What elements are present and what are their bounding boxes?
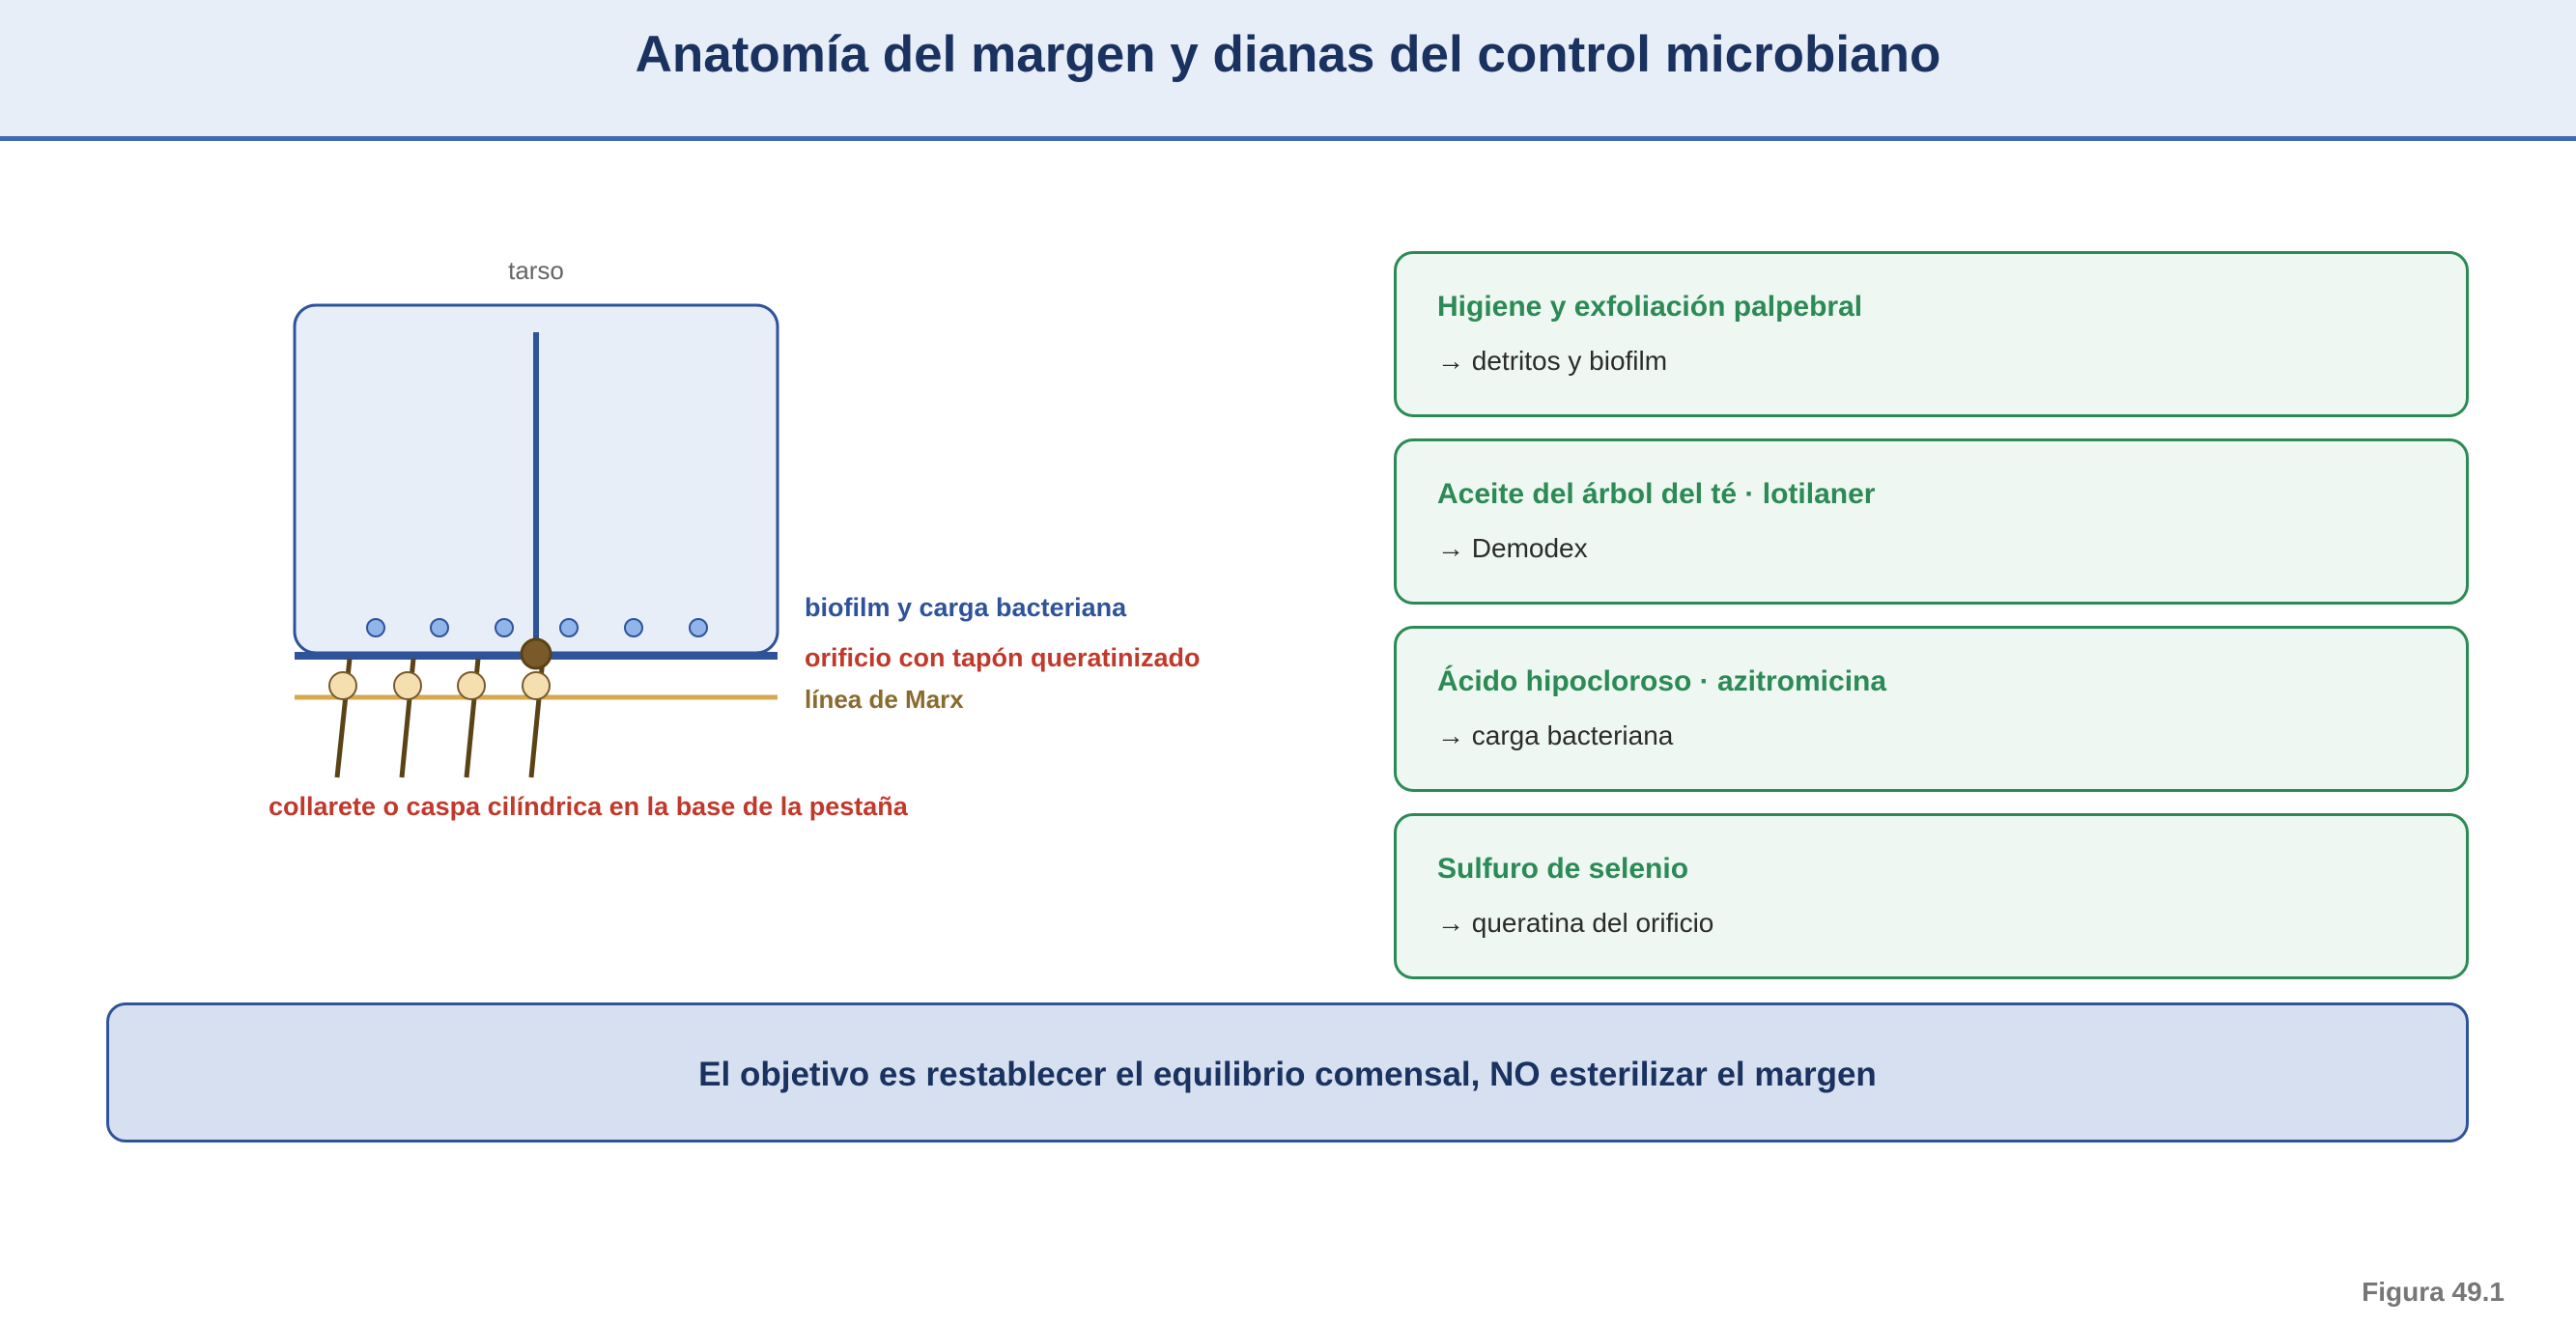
bacteria-dots — [366, 618, 708, 637]
collarettes — [328, 671, 551, 700]
objective-text: El objetivo es restablecer el equilibrio… — [698, 1056, 1877, 1093]
header-banner: Anatomía del margen y dianas del control… — [0, 0, 2576, 141]
biofilm-label: biofilm y carga bacteriana — [805, 593, 1127, 622]
collarette — [457, 671, 486, 700]
bacteria-dot — [559, 618, 579, 637]
bacteria-dot — [366, 618, 385, 637]
eyelashes — [334, 658, 546, 778]
marx-line-label: línea de Marx — [805, 685, 964, 714]
bacteria-dot — [624, 618, 643, 637]
treatment-target: → queratina del orificio — [1437, 908, 1714, 938]
treatment-card-selenium: Sulfuro de selenio → queratina del orifi… — [1394, 813, 2469, 979]
treatment-title: Higiene y exfoliación palpebral — [1437, 291, 1863, 323]
treatment-card-hypochlorous: Ácido hipocloroso · azitromicina → carga… — [1394, 626, 2469, 792]
bacteria-dot — [495, 618, 514, 637]
treatment-target: → carga bacteriana — [1437, 720, 1674, 750]
collarette — [522, 671, 551, 700]
bacteria-dot — [689, 618, 708, 637]
objective-callout: El objetivo es restablecer el equilibrio… — [106, 1002, 2469, 1143]
bacteria-dot — [430, 618, 449, 637]
treatment-target: → detritos y biofilm — [1437, 346, 1668, 376]
collarette — [393, 671, 422, 700]
treatment-card-hygiene: Higiene y exfoliación palpebral → detrit… — [1394, 251, 2469, 417]
page-title: Anatomía del margen y dianas del control… — [635, 26, 1941, 83]
treatment-card-tea-tree: Aceite del árbol del té · lotilaner → De… — [1394, 438, 2469, 605]
collarette-label: collarete o caspa cilíndrica en la base … — [269, 792, 909, 821]
figure-label: Figura 49.1 — [2362, 1277, 2505, 1307]
orifice-label: orificio con tapón queratinizado — [805, 643, 1201, 672]
tarsus-label: tarso — [508, 256, 564, 285]
treatment-target: → Demodex — [1437, 533, 1588, 563]
treatment-title: Ácido hipocloroso · azitromicina — [1437, 665, 1887, 697]
treatment-title: Sulfuro de selenio — [1437, 853, 1689, 885]
treatment-title: Aceite del árbol del té · lotilaner — [1437, 478, 1876, 510]
keratinized-orifice-plug — [520, 637, 552, 670]
collarette — [328, 671, 357, 700]
